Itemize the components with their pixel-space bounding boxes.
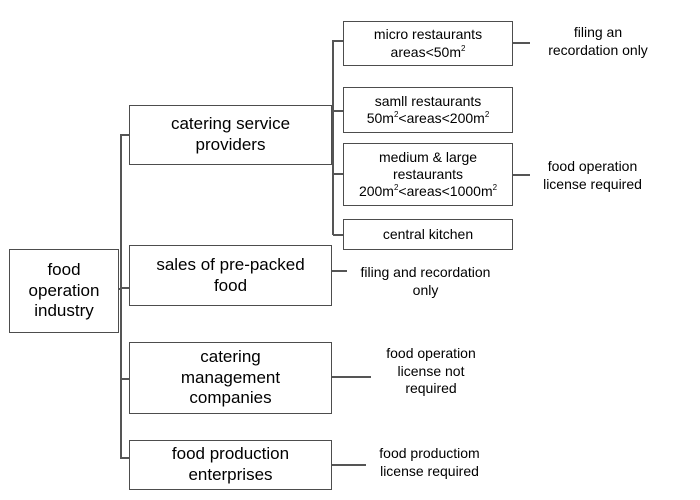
central-branch — [333, 234, 343, 236]
production-branch — [121, 457, 130, 459]
root-line-2: operation — [28, 280, 100, 300]
license-note-line — [512, 174, 530, 176]
micro-area-sup: 2 — [460, 43, 466, 53]
medium-branch — [333, 173, 343, 175]
small-area-a: 50m — [366, 110, 394, 126]
production-note-line-1: food productiom — [379, 445, 480, 461]
medium-area-sup-2: 2 — [492, 183, 498, 193]
small-restaurants-node: samll restaurants 50m2<areas<200m2 — [343, 87, 513, 133]
management-note-line — [331, 376, 371, 378]
central-kitchen-node: central kitchen — [343, 219, 513, 250]
small-branch — [333, 110, 343, 112]
medium-line-3: 200m2<areas<1000m2 — [359, 183, 497, 200]
production-line-2: enterprises — [188, 465, 273, 484]
management-note: food operation license not required — [366, 345, 496, 398]
micro-line-2: areas<50m2 — [391, 44, 466, 61]
management-note-line-3: required — [405, 380, 457, 396]
root-spine — [120, 134, 122, 459]
medium-line-1: medium & large — [378, 148, 478, 165]
small-area-sup-1: 2 — [393, 110, 399, 119]
micro-note-line — [512, 42, 530, 44]
medium-large-restaurants-node: medium & large restaurants 200m2<areas<1… — [343, 143, 513, 206]
restaurant-spine — [332, 40, 334, 235]
license-note-line-1: food operation — [547, 158, 638, 174]
prepacked-line-2: food — [213, 275, 248, 295]
catering-line-2: providers — [195, 135, 266, 154]
small-line-2: 50m2<areas<200m2 — [367, 110, 490, 127]
prepacked-note: filing and recordation only — [343, 264, 508, 299]
management-line-1: catering — [200, 346, 261, 366]
food-operation-industry-node: food operation industry — [9, 249, 119, 333]
micro-line-1: micro restaurants — [373, 26, 483, 43]
catering-management-companies-node: catering management companies — [129, 342, 332, 414]
prepacked-branch — [121, 287, 130, 289]
micro-note: filing an recordation only — [533, 24, 663, 59]
prepacked-note-line — [331, 270, 347, 272]
central-line-1: central kitchen — [382, 225, 474, 242]
root-line-3: industry — [34, 301, 94, 321]
management-note-line-2: license not — [397, 362, 465, 379]
catering-line-1: catering service — [170, 114, 291, 134]
production-note-line-2: license required — [380, 462, 479, 479]
prepacked-line-1: sales of pre-packed — [156, 254, 305, 274]
micro-note-line-2: recordation only — [548, 41, 648, 58]
license-note-line-2: license required — [543, 175, 642, 192]
medium-area-sup-1: 2 — [393, 183, 399, 193]
management-note-line-1: food operation — [386, 345, 476, 361]
micro-branch — [333, 40, 343, 42]
food-production-enterprises-node: food production enterprises — [129, 440, 332, 490]
medium-line-2: restaurants — [392, 165, 464, 182]
catering-service-providers-node: catering service providers — [129, 105, 332, 165]
micro-area-text: areas<50m — [390, 43, 461, 60]
management-line-2: management — [180, 367, 281, 387]
production-note-line — [331, 464, 366, 466]
small-line-1: samll restaurants — [374, 92, 482, 109]
production-line-1: food production — [171, 444, 290, 464]
root-line-1: food — [47, 259, 81, 279]
license-required-note: food operation license required — [530, 158, 655, 193]
medium-area-b: <areas<1000m — [398, 183, 493, 200]
sales-pre-packed-food-node: sales of pre-packed food — [129, 245, 332, 306]
small-area-b: <areas<200m — [398, 110, 485, 126]
prepacked-note-line-2: only — [412, 281, 439, 298]
production-note: food productiom license required — [362, 445, 497, 480]
management-line-3: companies — [189, 388, 272, 408]
micro-restaurants-node: micro restaurants areas<50m2 — [343, 21, 513, 66]
small-area-sup-2: 2 — [484, 110, 490, 119]
prepacked-note-line-1: filing and recordation — [360, 264, 491, 280]
medium-area-a: 200m — [358, 183, 394, 200]
management-branch — [121, 378, 130, 380]
catering-branch — [121, 134, 130, 136]
micro-note-line-1: filing an — [573, 24, 623, 40]
